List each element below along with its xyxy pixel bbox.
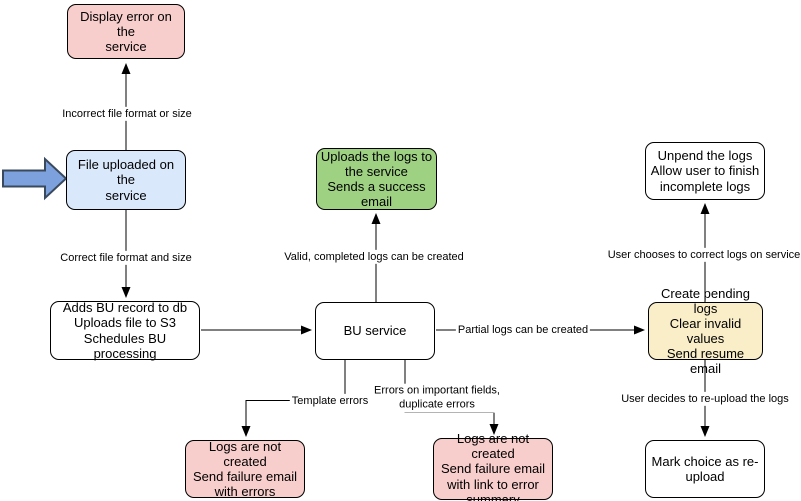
edge-label-user-corrects: User chooses to correct logs on service	[605, 247, 801, 263]
edge-label-important-field-errors: Errors on important fields, duplicate er…	[372, 383, 502, 413]
edge-label-incorrect-format: Incorrect file format or size	[60, 106, 194, 122]
node-adds-bu-record-label: Adds BU record to db Uploads file to S3 …	[62, 300, 188, 361]
node-file-uploaded-label: File uploaded on the service	[77, 157, 175, 203]
node-uploads-logs-success: Uploads the logs to the service Sends a …	[316, 148, 437, 210]
node-bu-service-label: BU service	[343, 323, 407, 339]
edge-label-partial-logs: Partial logs can be created	[455, 322, 591, 338]
node-failure-email-summary: Logs are not created Send failure email …	[433, 431, 553, 501]
node-display-error: Display error on the service	[67, 4, 185, 59]
node-create-pending-logs-label: Create pending logs Clear invalid values…	[661, 285, 750, 377]
node-adds-bu-record: Adds BU record to db Uploads file to S3 …	[50, 300, 200, 361]
node-bu-service: BU service	[315, 302, 435, 360]
node-file-uploaded: File uploaded on the service	[66, 150, 186, 210]
node-failure-email-summary-label: Logs are not created Send failure email …	[440, 431, 546, 501]
node-display-error-label: Display error on the service	[80, 8, 172, 55]
edge-label-correct-format: Correct file format and size	[58, 250, 194, 266]
node-failure-email-errors-label: Logs are not created Send failure email …	[192, 438, 298, 500]
input-pointer-arrow-icon	[2, 156, 68, 201]
edge-label-template-errors: Template errors	[289, 393, 371, 409]
edge-label-user-reuploads: User decides to re-upload the logs	[619, 391, 791, 407]
edge-label-valid-logs: Valid, completed logs can be created	[282, 249, 466, 265]
node-mark-reupload-label: Mark choice as re- upload	[651, 453, 759, 484]
node-unpend-logs-label: Unpend the logs Allow user to finish inc…	[650, 148, 760, 194]
node-uploads-logs-success-label: Uploads the logs to the service Sends a …	[320, 148, 433, 210]
node-unpend-logs: Unpend the logs Allow user to finish inc…	[645, 142, 765, 200]
node-failure-email-errors: Logs are not created Send failure email …	[185, 438, 305, 500]
node-mark-reupload: Mark choice as re- upload	[645, 440, 765, 498]
node-create-pending-logs: Create pending logs Clear invalid values…	[648, 286, 763, 376]
